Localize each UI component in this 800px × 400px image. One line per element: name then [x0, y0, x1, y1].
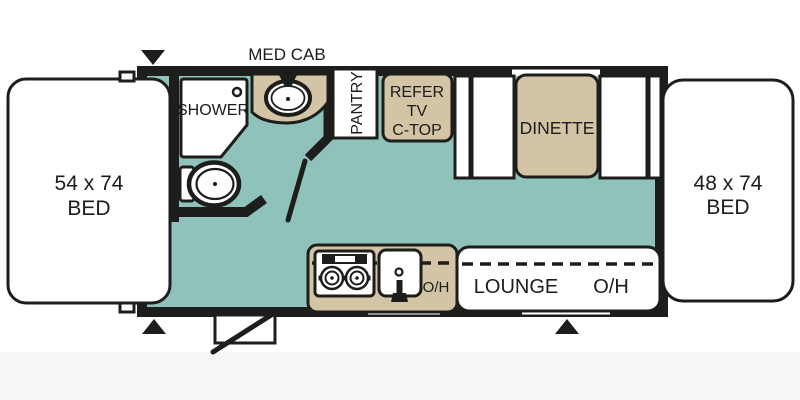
- burner-right-inner: [349, 270, 365, 286]
- med-cab-label: MED CAB: [248, 45, 325, 64]
- labels: MED CAB SHOWER PANTRY REFER TV C-TOP DIN…: [55, 45, 763, 298]
- bed-latch-tab-top: [118, 70, 136, 83]
- toilet-bowl-inner: [195, 167, 235, 201]
- triangle-up-marker-entry: [555, 319, 579, 334]
- burner-left-inner: [324, 270, 340, 286]
- burner-right-center: [355, 276, 359, 280]
- counter-oh-label: O/H: [423, 279, 450, 296]
- bed-right-label: BED: [706, 196, 749, 219]
- burner-tick: [318, 275, 322, 281]
- dinette-table: [514, 73, 600, 179]
- shower-stall: [179, 77, 249, 159]
- shower-drain-icon: [231, 86, 243, 98]
- refer-label-line1: REFER: [390, 84, 444, 101]
- bed-left-size-label: 54 x 74: [55, 172, 124, 195]
- triangle-down-marker: [141, 50, 165, 65]
- burner-tick: [367, 275, 371, 281]
- burner-tick: [343, 275, 346, 281]
- kitchen: [306, 243, 459, 314]
- kitchen-sink-drain-icon: [394, 267, 404, 277]
- bathroom-left-wall: [169, 76, 179, 222]
- pantry-cabinet: [331, 67, 379, 140]
- bed-left: [6, 77, 172, 305]
- dinette-seat-left: [470, 74, 516, 180]
- dinette: [453, 73, 663, 180]
- bathroom-door-leaf: [285, 158, 308, 223]
- refer-label-line3: C-TOP: [392, 122, 441, 139]
- kitchen-faucet-base: [391, 293, 408, 302]
- bathroom-bottom-wall: [170, 194, 267, 217]
- stove: [313, 249, 376, 298]
- pantry-label: PANTRY: [349, 71, 366, 135]
- burner-left-center: [330, 276, 334, 280]
- dinette-seatback-left: [453, 74, 472, 180]
- dinette-seat-right: [598, 74, 649, 180]
- refer-label-line2: TV: [407, 103, 428, 120]
- toilet: [178, 160, 242, 208]
- bed-left-label: BED: [67, 197, 110, 220]
- dinette-label: DINETTE: [520, 118, 595, 138]
- door-swing-line: [210, 309, 279, 355]
- vanity: [250, 72, 330, 125]
- entry-door: [210, 309, 279, 355]
- lounge: [455, 245, 662, 313]
- toilet-drain-icon: [213, 182, 217, 186]
- faucet-icon: [279, 75, 297, 87]
- bed-right: [661, 78, 795, 303]
- dinette-seatback-right: [647, 74, 663, 180]
- refer-tv-ctop-cabinet: [381, 72, 454, 143]
- lounge-label: LOUNGE: [474, 276, 558, 298]
- shower-pan: [179, 77, 249, 159]
- shower-label: SHOWER: [177, 102, 249, 119]
- bottom-gray-band: [0, 352, 800, 400]
- kitchen-faucet-stem: [396, 280, 403, 295]
- lounge-oh-label: O/H: [593, 276, 629, 298]
- stove-control-window: [335, 256, 355, 262]
- vanity-drain-icon: [286, 97, 290, 101]
- bed-latch-tab-bottom: [118, 301, 136, 314]
- bed-right-size-label: 48 x 74: [694, 172, 763, 195]
- kitchen-sink: [377, 248, 423, 302]
- triangle-up-marker-left: [142, 319, 166, 334]
- window-slot-top-dinette: [512, 69, 600, 76]
